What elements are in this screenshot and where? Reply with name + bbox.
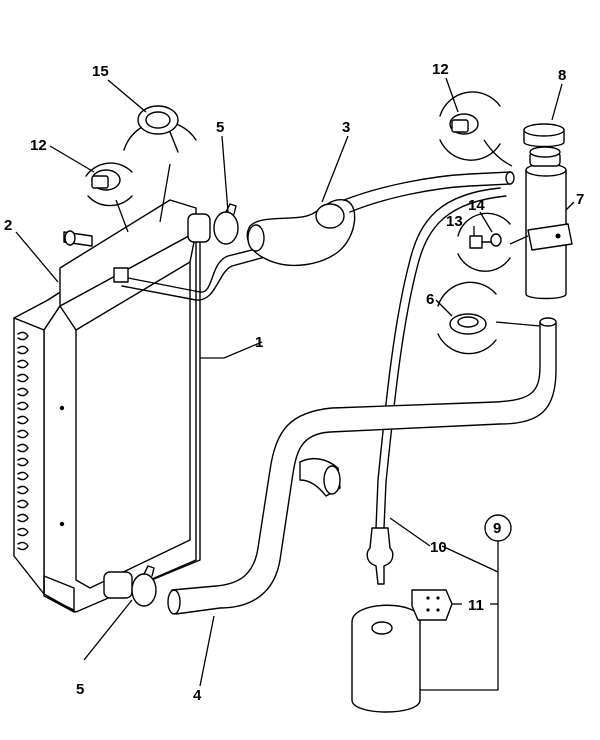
sensor-clip: [411, 589, 453, 621]
radiator-cooling-fins: [17, 331, 29, 551]
callout-7: 7: [576, 191, 584, 208]
callout-9-circle: [484, 514, 512, 542]
leader-lines: [15, 77, 575, 691]
expansion-tank: [525, 146, 573, 300]
detail-clip-radiator: [85, 162, 133, 233]
detail-clip-tank: [439, 91, 513, 167]
callout-9: 9: [493, 520, 501, 537]
callout-6: 6: [426, 291, 434, 308]
expansion-tank-cap: [523, 123, 565, 148]
detail-cable-tie: [123, 105, 197, 223]
callout-14: 14: [468, 197, 485, 214]
hose-clip-bottom-left: [131, 565, 157, 607]
radiator: [13, 199, 211, 613]
callout-10: 10: [430, 539, 447, 556]
top-hose: [246, 171, 515, 267]
callout-5-top: 5: [216, 119, 224, 136]
detail-clip-lower-tank: [437, 281, 541, 355]
callout-1: 1: [255, 334, 263, 351]
callout-12-left: 12: [30, 137, 47, 154]
callout-15: 15: [92, 63, 109, 80]
bottom-hose: [167, 317, 557, 615]
callout-8: 8: [558, 67, 566, 84]
callout-4: 4: [193, 687, 202, 704]
hose-clip-top-left: [213, 203, 239, 245]
callout-11: 11: [468, 597, 484, 614]
level-sensor-body: [351, 604, 421, 713]
breather-pipe: [121, 243, 277, 301]
callout-13: 13: [446, 213, 463, 230]
callout-5-bottom: 5: [76, 681, 84, 698]
callout-12-right: 12: [432, 61, 449, 78]
callout-2: 2: [4, 217, 12, 234]
detail-tank-fixing: [457, 212, 529, 272]
callout-3: 3: [342, 119, 350, 136]
